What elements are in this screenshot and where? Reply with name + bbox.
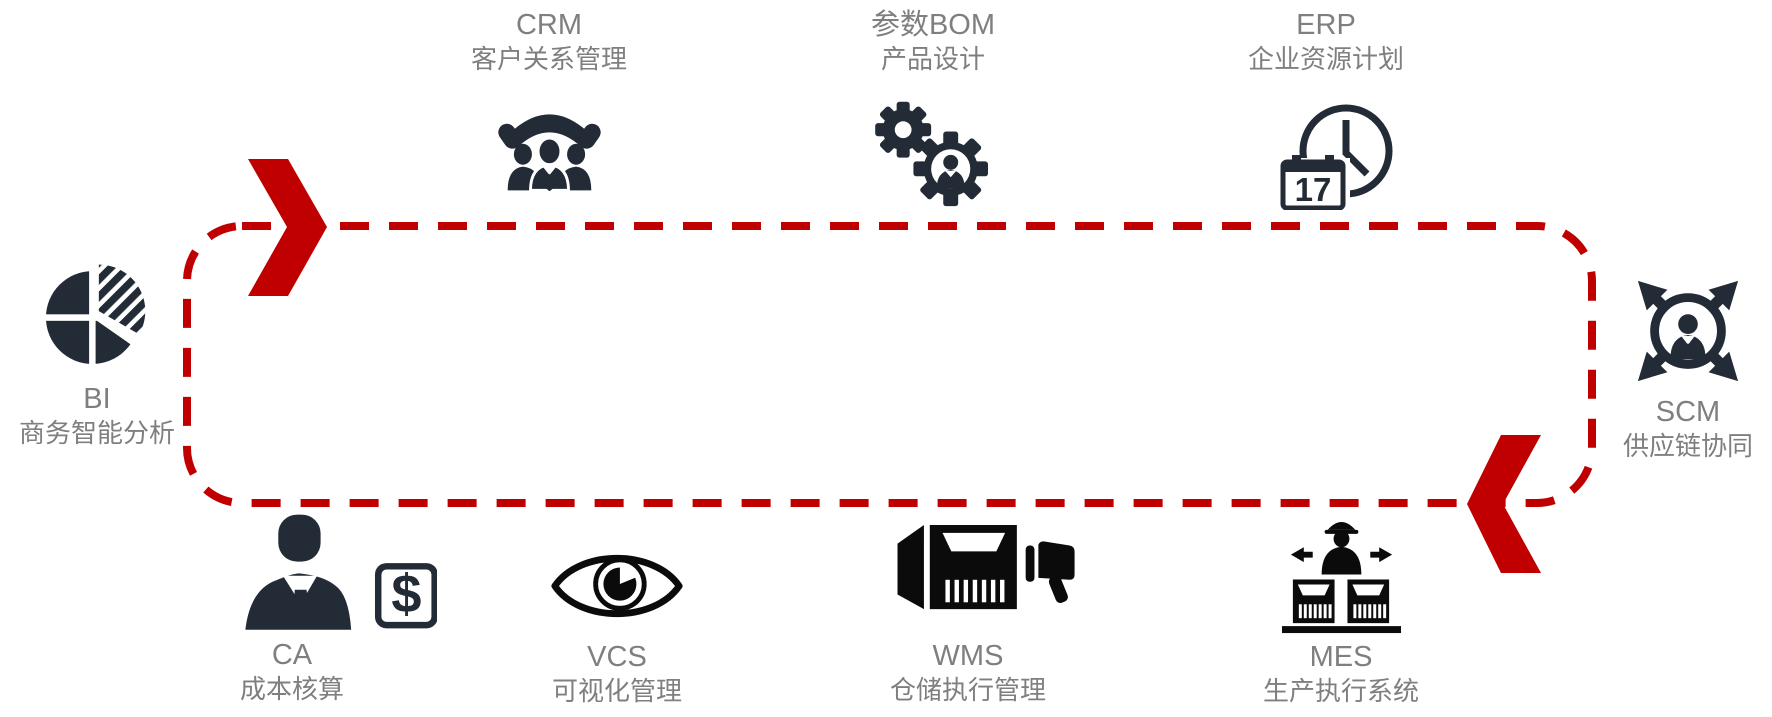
node-vcs-name: 可视化管理 (551, 676, 682, 706)
node-vcs-label: VCS 可视化管理 (552, 640, 682, 708)
node-scm: SCM 供应链协同 (1568, 275, 1772, 463)
node-crm: CRM 客户关系管理 (429, 8, 669, 197)
node-crm-abbr: CRM (515, 9, 583, 41)
dollar-badge-text: $ (391, 564, 421, 624)
node-mes-abbr: MES (1309, 641, 1373, 673)
node-ca-label: CA 成本核算 (240, 638, 344, 706)
node-bi-abbr: BI (83, 383, 111, 415)
node-vcs: VCS 可视化管理 (497, 545, 737, 708)
node-scm-name: 供应链协同 (1622, 431, 1753, 461)
flow-chevron-left-icon (1467, 435, 1541, 573)
container-scanner-icon (897, 525, 1075, 610)
node-mes: MES 生产执行系统 (1221, 515, 1461, 708)
node-erp-label: ERP 企业资源计划 (1248, 8, 1404, 76)
node-ca: $ CA 成本核算 (172, 512, 437, 706)
node-wms-abbr: WMS (932, 640, 1004, 672)
node-vcs-abbr: VCS (587, 641, 647, 673)
node-erp: ERP 企业资源计划 17 (1206, 8, 1446, 210)
gears-person-icon (875, 101, 988, 207)
node-wms-label: WMS 仓储执行管理 (890, 639, 1046, 707)
node-bi-name: 商务智能分析 (18, 418, 175, 448)
node-scm-abbr: SCM (1655, 396, 1721, 428)
node-mes-label: MES 生产执行系统 (1263, 640, 1419, 708)
node-bi: BI 商务智能分析 (0, 256, 217, 450)
node-bom-label: 参数BOM 产品设计 (871, 8, 995, 76)
node-crm-name: 客户关系管理 (470, 44, 627, 74)
node-wms: WMS 仓储执行管理 (848, 525, 1088, 707)
node-erp-name: 企业资源计划 (1247, 44, 1404, 74)
clock-calendar-icon: 17 (1278, 104, 1393, 210)
node-erp-abbr: ERP (1296, 9, 1356, 41)
node-bi-label: BI 商务智能分析 (19, 382, 175, 450)
dashed-loop-border (183, 222, 1596, 507)
node-ca-abbr: CA (271, 639, 313, 671)
node-mes-name: 生产执行系统 (1262, 676, 1419, 706)
pie-chart-icon (45, 264, 146, 366)
eye-icon (551, 555, 683, 617)
node-ca-name: 成本核算 (239, 674, 344, 704)
node-bom-name: 产品设计 (880, 44, 985, 74)
node-bom: 参数BOM 产品设计 (813, 8, 1053, 208)
node-wms-name: 仓储执行管理 (889, 675, 1046, 705)
businessman-dollar-icon: $ (245, 514, 437, 630)
worker-conveyor-icon (1281, 521, 1401, 634)
distribution-person-icon (1637, 280, 1739, 382)
node-bom-abbr: 参数BOM (870, 9, 996, 41)
flow-chevron-right-icon (248, 159, 327, 296)
calendar-day-text: 17 (1295, 171, 1332, 208)
crm-people-phone-icon (497, 114, 601, 192)
node-crm-label: CRM 客户关系管理 (471, 8, 627, 76)
node-scm-label: SCM 供应链协同 (1623, 395, 1753, 463)
